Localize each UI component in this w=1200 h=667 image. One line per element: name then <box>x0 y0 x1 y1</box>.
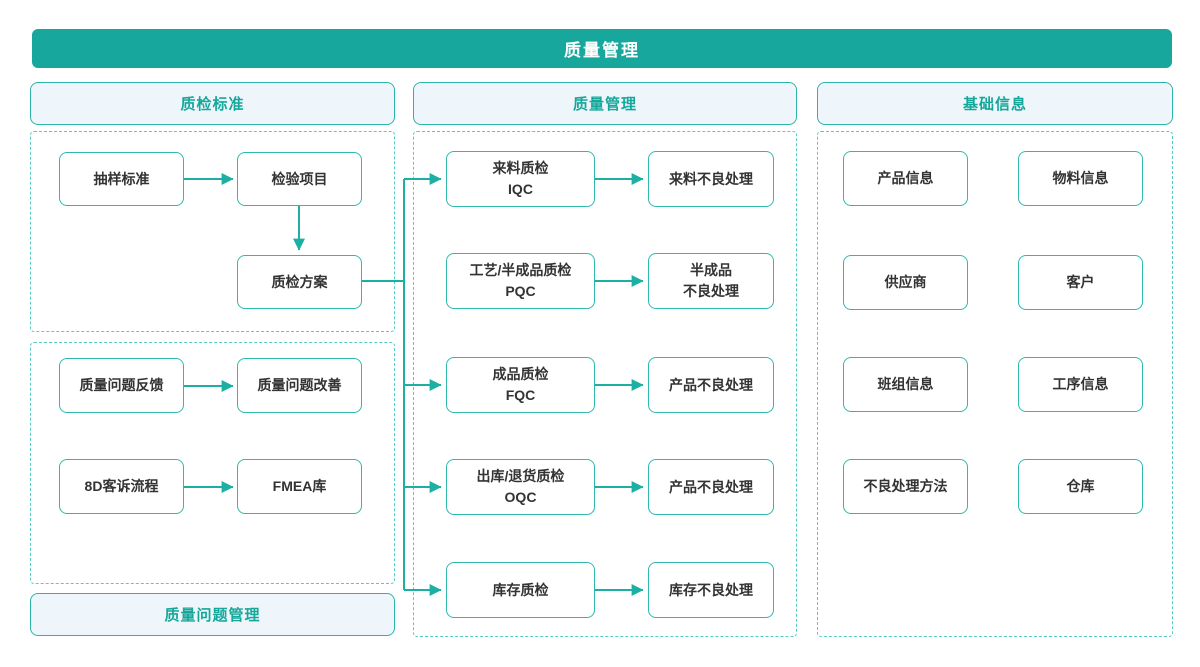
inspection-standards-container <box>30 131 395 332</box>
flow-node-problem-feedback: 质量问题反馈 <box>59 358 184 413</box>
flow-node-inspection-items: 检验项目 <box>237 152 362 206</box>
section-header-inspection-standards: 质检标准 <box>30 82 395 125</box>
info-node-product-info: 产品信息 <box>843 151 968 206</box>
flow-node-product-defect-handling-fqc: 产品不良处理 <box>648 357 774 413</box>
flow-node-product-defect-handling-oqc: 产品不良处理 <box>648 459 774 515</box>
info-node-warehouse: 仓库 <box>1018 459 1143 514</box>
flow-node-iqc: 来料质检 IQC <box>446 151 595 207</box>
flow-node-stock-inspection: 库存质检 <box>446 562 595 618</box>
flow-node-stock-defect-handling: 库存不良处理 <box>648 562 774 618</box>
flow-node-pqc: 工艺/半成品质检 PQC <box>446 253 595 309</box>
diagram-title: 质量管理 <box>32 29 1172 68</box>
flow-node-8d-complaint-process: 8D客诉流程 <box>59 459 184 514</box>
flow-node-problem-improvement: 质量问题改善 <box>237 358 362 413</box>
quality-problem-container <box>30 342 395 584</box>
section-label-quality-problem-management: 质量问题管理 <box>30 593 395 636</box>
flow-node-incoming-defect-handling: 来料不良处理 <box>648 151 774 207</box>
flow-node-inspection-plan: 质检方案 <box>237 255 362 309</box>
info-node-material-info: 物料信息 <box>1018 151 1143 206</box>
info-node-customer: 客户 <box>1018 255 1143 310</box>
flow-node-fqc: 成品质检 FQC <box>446 357 595 413</box>
info-node-defect-handling-method: 不良处理方法 <box>843 459 968 514</box>
flow-node-oqc: 出库/退货质检 OQC <box>446 459 595 515</box>
flow-node-fmea-library: FMEA库 <box>237 459 362 514</box>
info-node-supplier: 供应商 <box>843 255 968 310</box>
info-node-team-info: 班组信息 <box>843 357 968 412</box>
flow-node-sampling-standard: 抽样标准 <box>59 152 184 206</box>
basic-information-container <box>817 131 1173 637</box>
section-header-basic-information: 基础信息 <box>817 82 1173 125</box>
flow-node-semi-product-defect-handling: 半成品 不良处理 <box>648 253 774 309</box>
section-header-quality-management: 质量管理 <box>413 82 797 125</box>
info-node-process-info: 工序信息 <box>1018 357 1143 412</box>
